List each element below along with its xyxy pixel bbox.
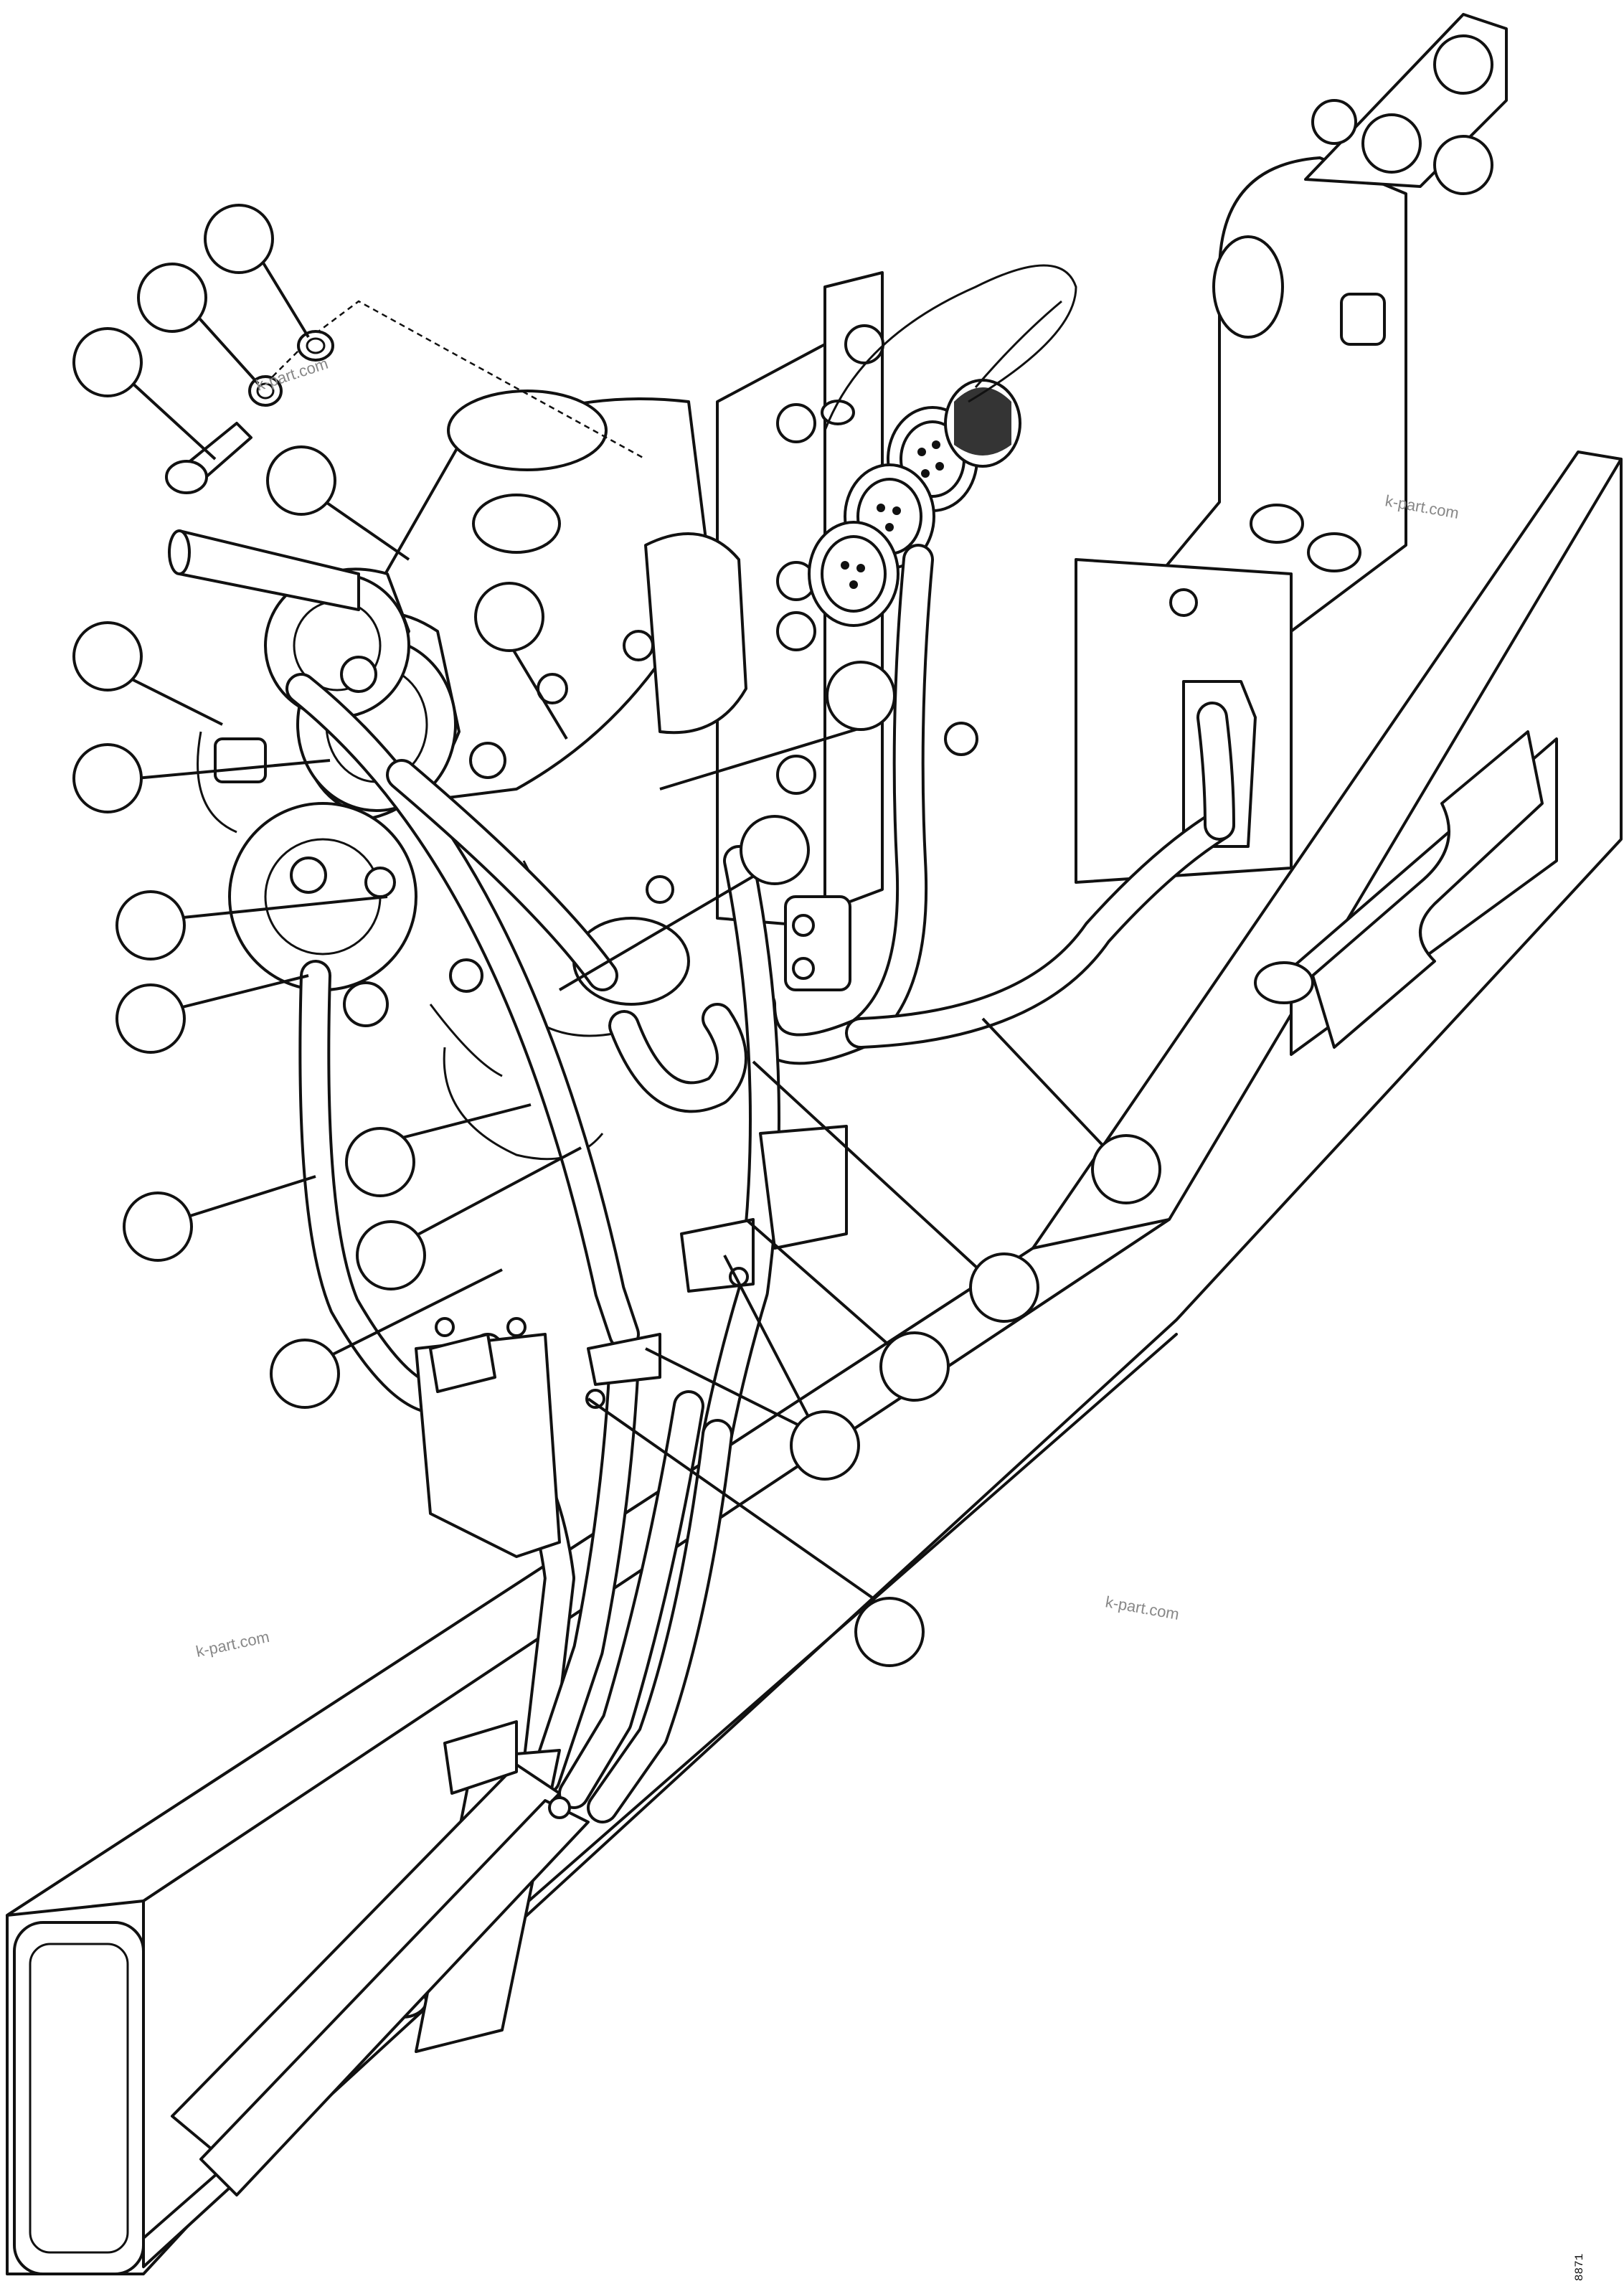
- hose-clamps: [415, 1125, 848, 1795]
- callout-bubble[interactable]: [115, 983, 186, 1054]
- callout-bubble[interactable]: [123, 1191, 193, 1262]
- exploded-hardware: [165, 300, 646, 494]
- callout-bubble[interactable]: [137, 263, 207, 333]
- callout-bubble[interactable]: [115, 890, 186, 961]
- bulkhead-plate: [716, 271, 1293, 991]
- callout-bubble[interactable]: [72, 743, 143, 813]
- callout-bubble[interactable]: [266, 445, 336, 516]
- callout-bubble[interactable]: [204, 204, 274, 274]
- wiring-harness: [745, 264, 1235, 1065]
- callout-bubble[interactable]: [345, 1127, 415, 1197]
- callout-bubble[interactable]: [790, 1410, 860, 1481]
- callout-bubble[interactable]: [740, 815, 810, 885]
- figure-code: 8871: [1573, 2254, 1586, 2281]
- callout-bubble[interactable]: [474, 582, 544, 652]
- mounting-bracket: [1146, 13, 1558, 1056]
- bolt-right: [944, 504, 1361, 756]
- callout-bubble[interactable]: [1091, 1134, 1161, 1204]
- multi-pin-connector-4: [944, 379, 1021, 468]
- callout-bubble[interactable]: [72, 327, 143, 397]
- callout-bubbles: [72, 204, 1161, 1667]
- callout-bubble[interactable]: [826, 661, 896, 731]
- callout-bubble[interactable]: [854, 1597, 925, 1667]
- watermark-text: k-part.com: [254, 354, 331, 395]
- callout-bubble[interactable]: [879, 1331, 950, 1402]
- watermark-text: k-part.com: [194, 1628, 271, 1661]
- hydraulic-pump-assembly: [171, 390, 747, 1161]
- watermark-text: k-part.com: [1104, 1592, 1181, 1623]
- callout-leaders: [128, 253, 1113, 1601]
- callout-bubble[interactable]: [969, 1252, 1039, 1323]
- hydraulic-hoses: [171, 673, 780, 2196]
- multi-pin-connector-3: [808, 521, 900, 627]
- pipe-stub: [168, 529, 360, 611]
- callout-bubble[interactable]: [270, 1339, 340, 1409]
- callout-bubble[interactable]: [72, 621, 143, 692]
- callout-bubble[interactable]: [356, 1220, 426, 1290]
